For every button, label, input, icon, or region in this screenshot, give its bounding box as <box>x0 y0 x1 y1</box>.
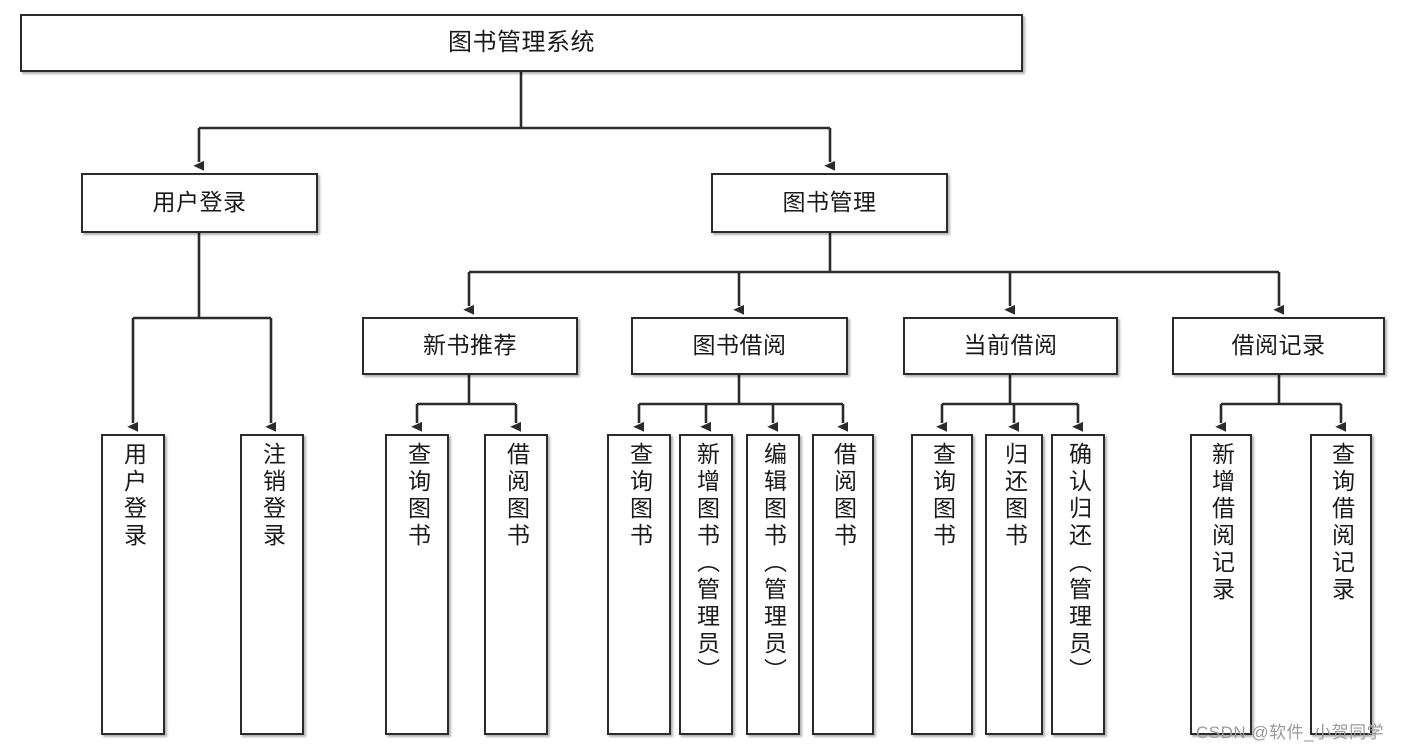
node-borrow-record[interactable]: 借阅记录 <box>1172 317 1385 375</box>
node-leaf-borrow-book-1[interactable]: 借阅图书 <box>484 434 548 735</box>
node-leaf-logout-label: 注销登录 <box>259 442 286 550</box>
node-leaf-borrow-book-2-label: 借阅图书 <box>830 442 857 550</box>
node-current-borrow-label: 当前借阅 <box>963 332 1058 359</box>
node-leaf-query-record[interactable]: 查询借阅记录 <box>1310 434 1372 735</box>
node-leaf-borrow-book-2[interactable]: 借阅图书 <box>812 434 874 735</box>
node-book-borrow[interactable]: 图书借阅 <box>631 317 848 375</box>
node-new-book-recommend[interactable]: 新书推荐 <box>362 317 578 375</box>
node-leaf-add-book-label: 新增图书（管理员） <box>693 442 720 685</box>
node-leaf-query-book-3[interactable]: 查询图书 <box>911 434 973 735</box>
node-leaf-add-book[interactable]: 新增图书（管理员） <box>679 434 733 735</box>
node-leaf-query-record-label: 查询借阅记录 <box>1328 442 1355 604</box>
node-leaf-query-book-2-label: 查询图书 <box>626 442 653 550</box>
node-leaf-query-book-1[interactable]: 查询图书 <box>385 434 449 735</box>
node-new-book-recommend-label: 新书推荐 <box>423 332 517 359</box>
node-leaf-query-book-2[interactable]: 查询图书 <box>607 434 671 735</box>
node-user-login-label: 用户登录 <box>152 189 247 216</box>
node-root-label: 图书管理系统 <box>448 28 595 56</box>
node-borrow-record-label: 借阅记录 <box>1231 332 1326 359</box>
node-leaf-user-login-label: 用户登录 <box>120 442 147 550</box>
node-leaf-edit-book-label: 编辑图书（管理员） <box>760 442 787 685</box>
node-book-manage[interactable]: 图书管理 <box>711 173 948 233</box>
node-leaf-return-book-label: 归还图书 <box>1001 442 1028 550</box>
node-book-manage-label: 图书管理 <box>782 189 877 216</box>
node-leaf-borrow-book-1-label: 借阅图书 <box>503 442 530 550</box>
node-leaf-edit-book[interactable]: 编辑图书（管理员） <box>746 434 800 735</box>
node-user-login[interactable]: 用户登录 <box>81 173 318 233</box>
node-leaf-return-book[interactable]: 归还图书 <box>985 434 1043 735</box>
node-book-borrow-label: 图书借阅 <box>692 332 787 359</box>
node-leaf-confirm-return-label: 确认归还（管理员） <box>1065 442 1092 685</box>
node-leaf-logout[interactable]: 注销登录 <box>240 434 304 735</box>
node-root[interactable]: 图书管理系统 <box>20 14 1023 72</box>
node-leaf-user-login[interactable]: 用户登录 <box>101 434 165 735</box>
node-leaf-query-book-1-label: 查询图书 <box>404 442 431 550</box>
csdn-watermark: CSDN @软件_小贺同学 <box>1196 723 1385 742</box>
node-leaf-query-book-3-label: 查询图书 <box>929 442 956 550</box>
node-current-borrow[interactable]: 当前借阅 <box>903 317 1118 375</box>
node-leaf-add-record-label: 新增借阅记录 <box>1208 442 1235 604</box>
node-leaf-confirm-return[interactable]: 确认归还（管理员） <box>1051 434 1105 735</box>
node-leaf-add-record[interactable]: 新增借阅记录 <box>1190 434 1252 735</box>
